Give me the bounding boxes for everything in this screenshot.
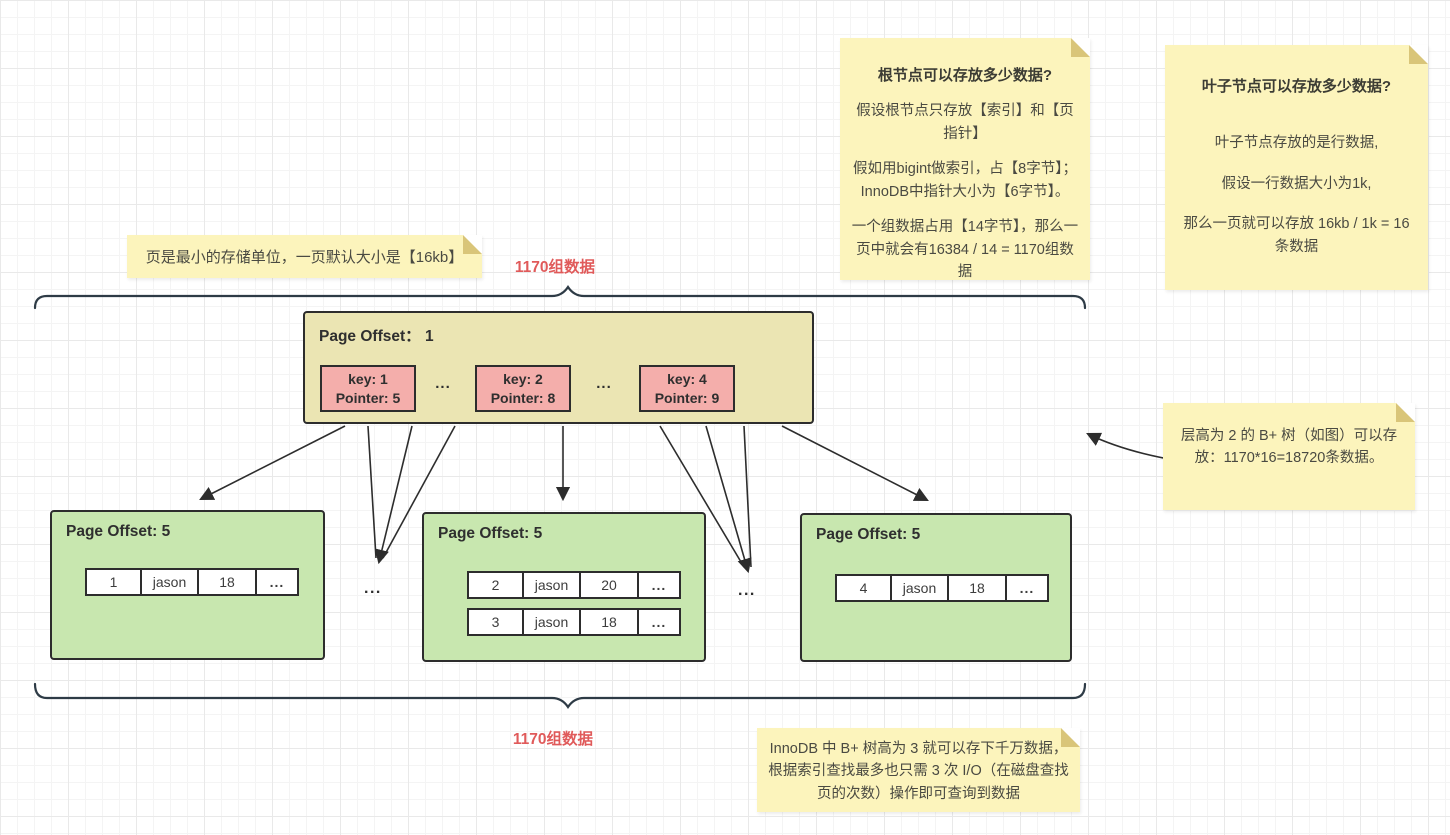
note-title: 叶子节点可以存放多少数据? — [1201, 78, 1392, 95]
sticky-note-page-size: 页是最小的存储单位，一页默认大小是【16kb】 — [127, 235, 482, 278]
pointer-label: Pointer: 9 — [654, 389, 720, 406]
note-paragraph: 那么一页就可以存放 16kb / 1k = 16 条数据 — [1183, 216, 1410, 255]
leaf-page-offset-title: Page Offset: 5 — [816, 526, 921, 543]
ellipsis-label: ... — [364, 580, 382, 597]
row-cell-name: jason — [522, 608, 581, 636]
leaf-page-offset-title: Page Offset: 5 — [438, 525, 543, 542]
row-cell-age: 18 — [947, 574, 1007, 602]
ellipsis-label: ... — [435, 375, 451, 392]
row-cell-age: 20 — [579, 571, 639, 599]
leaf-page-offset-title: Page Offset: 5 — [66, 523, 171, 540]
ellipsis-label: ... — [738, 582, 756, 599]
row-cell-name: jason — [140, 568, 199, 596]
row-cell-age: 18 — [197, 568, 257, 596]
row-cell-id: 4 — [835, 574, 892, 602]
root-to-gap1-arrow — [374, 425, 413, 565]
note-paragraph: 假如用bigint做索引，占【8字节】；InnoDB中指针大小为【6字节】。 — [853, 161, 1077, 200]
row-cell-more: ... — [1005, 574, 1049, 602]
leaf-node-page-2: Page Offset: 5 2 jason 20 ... 3 jason 18… — [422, 512, 706, 662]
key-label: key: 2 — [503, 371, 543, 388]
table-row: 2 jason 20 ... — [467, 571, 681, 599]
ellipsis-label: ... — [596, 375, 612, 392]
row-cell-id: 1 — [85, 568, 142, 596]
note-text: 层高为 2 的 B+ 树（如图）可以存放：1170*16=18720条数据。 — [1180, 428, 1398, 467]
key-pointer-box: key: 1 Pointer: 5 — [320, 365, 416, 412]
row-cell-name: jason — [522, 571, 581, 599]
key-label: key: 1 — [348, 371, 388, 388]
key-label: key: 4 — [667, 371, 707, 388]
note-text: 页是最小的存储单位，一页默认大小是【16kb】 — [145, 249, 464, 266]
root-to-gap2-line-a — [659, 425, 745, 568]
sticky-note-root-capacity: 根节点可以存放多少数据? 假设根节点只存放【索引】和【页指针】 假如用bigin… — [840, 38, 1090, 280]
root-to-gap2-line-b — [743, 425, 752, 568]
note-paragraph: 叶子节点存放的是行数据, — [1214, 135, 1379, 152]
key-pointer-box: key: 4 Pointer: 9 — [639, 365, 735, 412]
pointer-label: Pointer: 5 — [335, 389, 401, 406]
row-cell-id: 2 — [467, 571, 524, 599]
row-cell-more: ... — [255, 568, 299, 596]
leaf-node-page-3: Page Offset: 5 4 jason 18 ... — [800, 513, 1072, 662]
top-group-brace — [33, 285, 1087, 310]
root-to-leaf3-arrow — [781, 425, 929, 501]
root-node-page: Page Offset： 1 key: 1 Pointer: 5 ... key… — [303, 311, 814, 424]
note-title: 根节点可以存放多少数据? — [877, 67, 1053, 84]
sticky-note-tree-level: 层高为 2 的 B+ 树（如图）可以存放：1170*16=18720条数据。 — [1163, 403, 1415, 510]
note-text: InnoDB 中 B+ 树高为 3 就可以存下千万数据，根据索引查找最多也只需 … — [768, 741, 1069, 802]
bottom-group-brace — [33, 682, 1087, 709]
sticky-note-io-count: InnoDB 中 B+ 树高为 3 就可以存下千万数据，根据索引查找最多也只需 … — [757, 728, 1080, 812]
note-paragraph: 一个组数据占用【14字节】，那么一页中就会有16384 / 14 = 1170组… — [851, 219, 1079, 281]
root-to-gap1-line-a — [367, 425, 377, 559]
pointer-label: Pointer: 8 — [490, 389, 556, 406]
note-paragraph: 假设一行数据大小为1k, — [1221, 175, 1372, 192]
note-paragraph: 假设根节点只存放【索引】和【页指针】 — [856, 103, 1074, 142]
table-row: 1 jason 18 ... — [85, 568, 299, 596]
key-pointer-box: key: 2 Pointer: 8 — [475, 365, 571, 412]
root-to-gap2-arrow — [705, 425, 752, 574]
root-to-leaf1-arrow — [199, 425, 346, 500]
root-to-gap1-line-b — [382, 425, 456, 559]
table-row: 3 jason 18 ... — [467, 608, 681, 636]
row-cell-id: 3 — [467, 608, 524, 636]
row-cell-age: 18 — [579, 608, 639, 636]
row-cell-name: jason — [890, 574, 949, 602]
row-cell-more: ... — [637, 571, 681, 599]
root-page-offset-title: Page Offset： 1 — [319, 328, 434, 345]
sticky-note-leaf-capacity: 叶子节点可以存放多少数据? 叶子节点存放的是行数据, 假设一行数据大小为1k, … — [1165, 45, 1428, 290]
table-row: 4 jason 18 ... — [835, 574, 1049, 602]
row-cell-more: ... — [637, 608, 681, 636]
group-count-label-top: 1170组数据 — [514, 259, 596, 276]
group-count-label-bottom: 1170组数据 — [512, 731, 594, 748]
leaf-node-page-1: Page Offset: 5 1 jason 18 ... — [50, 510, 325, 660]
